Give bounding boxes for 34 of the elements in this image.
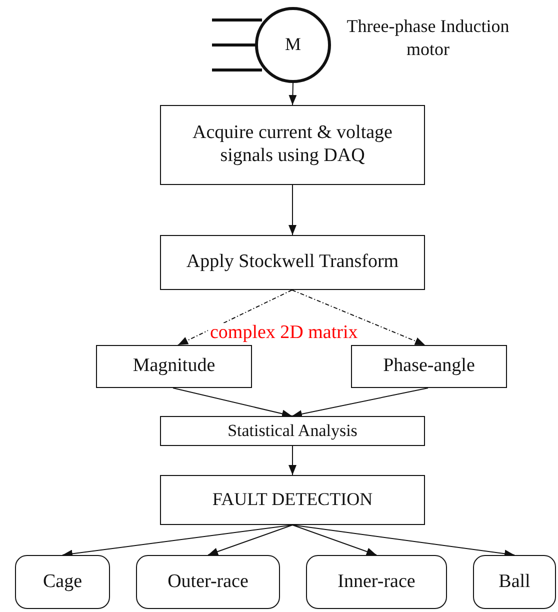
arrow — [62, 524, 293, 558]
annotation-text: complex 2D matrix — [208, 323, 360, 344]
process-box — [96, 345, 252, 388]
node-text: Cage — [42, 570, 82, 594]
arrow — [288, 82, 297, 106]
arrow — [288, 446, 296, 476]
process-box — [160, 416, 425, 446]
node-text: Ball — [498, 570, 530, 594]
process-box — [160, 105, 425, 185]
process-box — [351, 345, 507, 388]
arrow — [292, 524, 377, 556]
node-text: Statistical Analysis — [228, 420, 358, 442]
arrow — [292, 290, 426, 346]
arrow — [292, 388, 428, 418]
fault-type-box — [136, 555, 280, 609]
node-text: FAULT DETECTION — [212, 489, 373, 511]
arrow — [178, 290, 292, 346]
fault-type-box — [306, 555, 447, 609]
node-text: M — [284, 34, 301, 56]
motor-caption: Three-phase Induction motor — [346, 15, 510, 60]
node-text: Phase-angle — [383, 355, 475, 378]
process-box — [160, 475, 425, 525]
node-text: Acquire current & voltage signals using DAQ — [192, 122, 394, 168]
fault-type-box — [473, 555, 556, 609]
arrow — [208, 524, 293, 556]
fault-type-box — [15, 555, 110, 609]
process-box — [160, 235, 425, 290]
node-text: Outer-race — [168, 570, 248, 594]
node-text: Inner-race — [338, 570, 416, 594]
node-text: Apply Stockwell Transform — [186, 251, 399, 274]
arrow — [172, 388, 292, 418]
node-text: Magnitude — [132, 355, 216, 378]
arrow — [288, 184, 296, 236]
arrow — [292, 524, 515, 558]
